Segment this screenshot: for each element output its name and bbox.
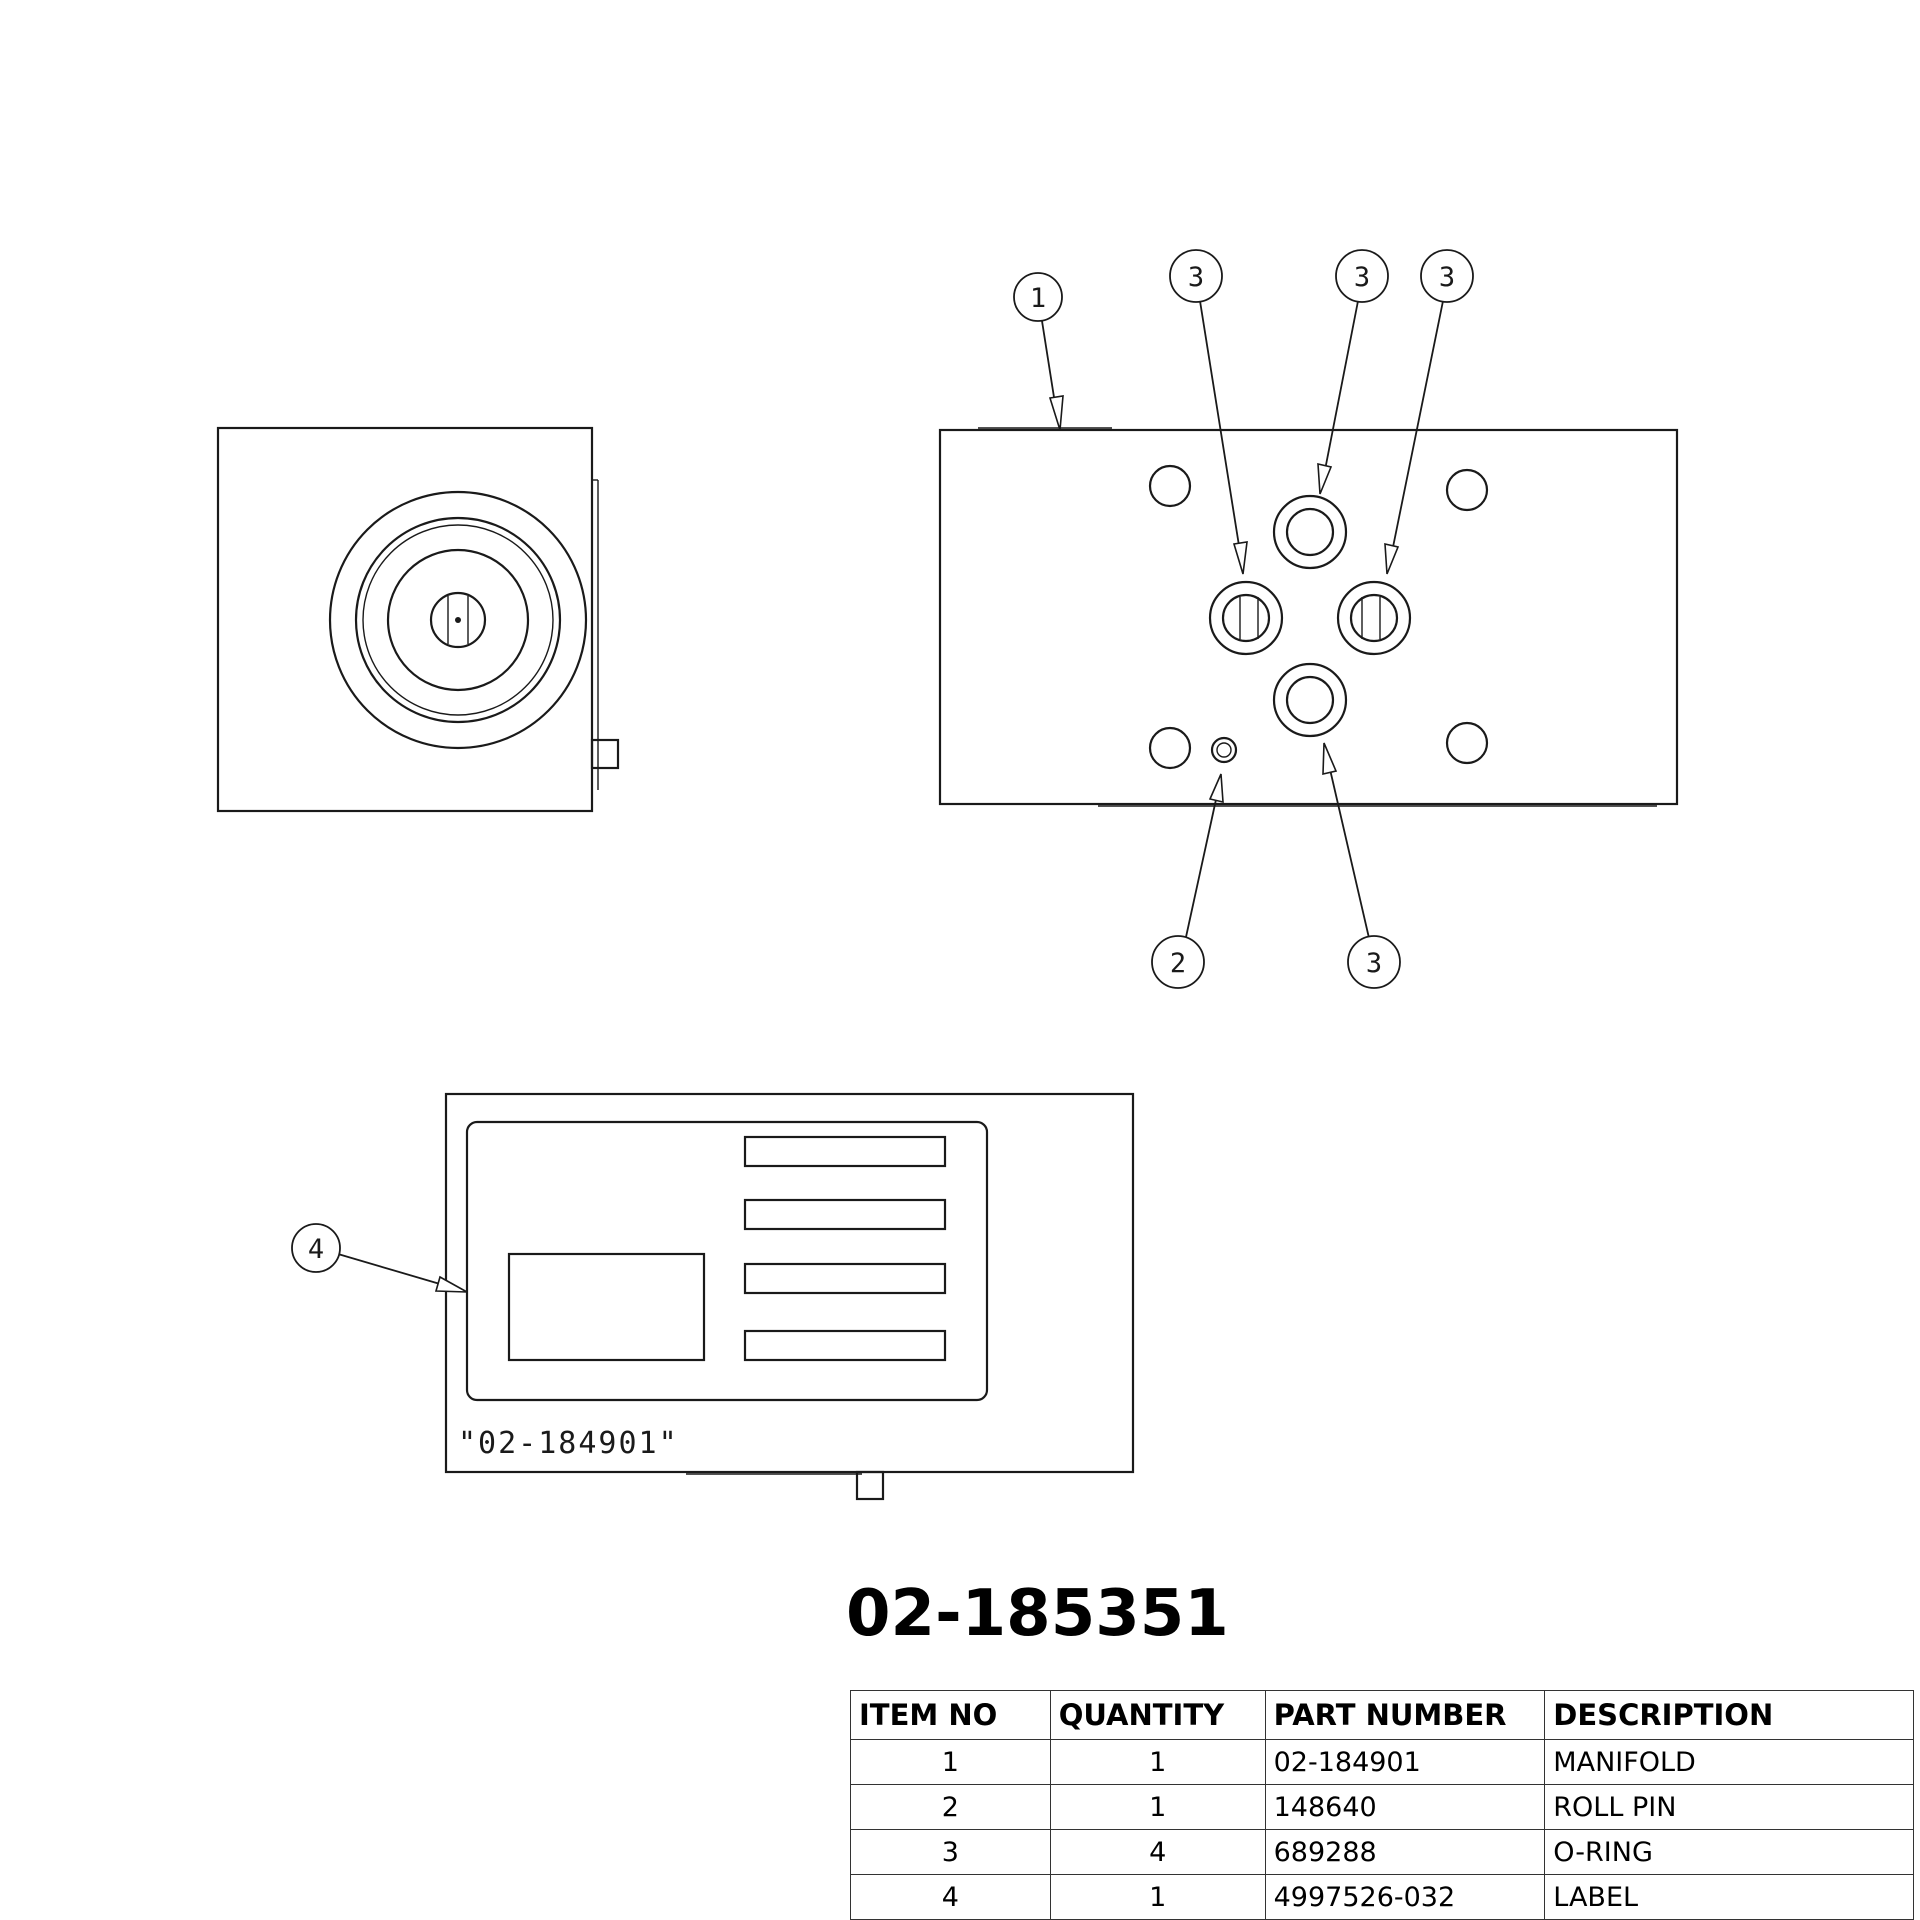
callout-balloon-3: 3	[1420, 249, 1474, 303]
cell-description: MANIFOLD	[1544, 1739, 1914, 1785]
callout-balloon-1: 1	[1013, 272, 1063, 322]
callout-balloon-3: 3	[1169, 249, 1223, 303]
cell-item-no: 2	[850, 1784, 1051, 1830]
cell-part-number: 4997526-032	[1264, 1874, 1546, 1920]
header-part-number: PART NUMBER	[1264, 1690, 1546, 1740]
mounting-hole	[1445, 468, 1489, 512]
cell-quantity: 1	[1049, 1739, 1266, 1785]
cell-item-no: 3	[850, 1829, 1051, 1875]
cell-quantity: 4	[1049, 1829, 1266, 1875]
cell-item-no: 4	[850, 1874, 1051, 1920]
port-bottom	[1272, 662, 1348, 738]
bill-of-materials-table: ITEM NO QUANTITY PART NUMBER DESCRIPTION…	[850, 1690, 1914, 1920]
mounting-hole	[1148, 464, 1192, 508]
side-view	[216, 426, 620, 813]
header-quantity: QUANTITY	[1049, 1690, 1266, 1740]
table-header-row: ITEM NO QUANTITY PART NUMBER DESCRIPTION	[850, 1690, 1914, 1740]
cell-description: O-RING	[1544, 1829, 1914, 1875]
table-row: 2 1 148640 ROLL PIN	[850, 1784, 1914, 1830]
callout-balloon-3: 3	[1335, 249, 1389, 303]
callout-balloon-4: 4	[291, 1223, 341, 1273]
cell-quantity: 1	[1049, 1784, 1266, 1830]
part-marking-text: "02-184901"	[458, 1426, 679, 1461]
cell-part-number: 148640	[1264, 1784, 1546, 1830]
callout-balloon-2: 2	[1151, 935, 1205, 989]
port-left	[1208, 580, 1284, 656]
roll-pin	[1210, 736, 1238, 764]
nameplate-label	[465, 1120, 989, 1402]
svg-text:3: 3	[1439, 262, 1455, 293]
cell-description: ROLL PIN	[1544, 1784, 1914, 1830]
table-row: 4 1 4997526-032 LABEL	[850, 1874, 1914, 1920]
callout-balloon-3: 3	[1347, 935, 1401, 989]
port-top	[1272, 494, 1348, 570]
port-right	[1336, 580, 1412, 656]
svg-text:3: 3	[1354, 262, 1370, 293]
leader-lines	[337, 300, 1444, 1293]
header-description: DESCRIPTION	[1544, 1690, 1914, 1740]
svg-text:4: 4	[308, 1234, 324, 1265]
svg-text:2: 2	[1170, 948, 1186, 979]
mounting-hole	[1148, 726, 1192, 770]
top-view	[938, 427, 1679, 807]
svg-text:3: 3	[1188, 262, 1204, 293]
svg-text:1: 1	[1030, 283, 1046, 314]
mounting-hole	[1445, 721, 1489, 765]
cell-description: LABEL	[1544, 1874, 1914, 1920]
cell-quantity: 1	[1049, 1874, 1266, 1920]
cell-part-number: 689288	[1264, 1829, 1546, 1875]
cell-item-no: 1	[850, 1739, 1051, 1785]
assembly-number: 02-185351	[846, 1577, 1229, 1651]
table-row: 1 1 02-184901 MANIFOLD	[850, 1739, 1914, 1785]
cell-part-number: 02-184901	[1264, 1739, 1546, 1785]
svg-text:3: 3	[1366, 948, 1382, 979]
front-view: "02-184901"	[444, 1092, 1135, 1501]
table-row: 3 4 689288 O-RING	[850, 1829, 1914, 1875]
header-item-no: ITEM NO	[850, 1690, 1051, 1740]
